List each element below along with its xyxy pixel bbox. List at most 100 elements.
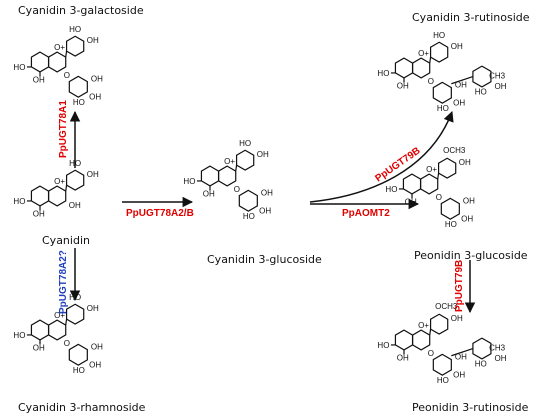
sugar2-oh: OH	[495, 354, 507, 363]
o-glyco: O	[436, 193, 442, 202]
o-glyco: O	[428, 349, 434, 358]
o-plus: O+	[418, 321, 429, 330]
sugar-ho: HO	[437, 376, 449, 385]
sugar2-ho: HO	[475, 88, 487, 97]
ho-7: HO	[377, 341, 389, 350]
sugar-oh2: OH	[261, 188, 273, 197]
oh-5: OH	[405, 198, 417, 207]
ring-a	[394, 57, 414, 79]
label-rutinoside: Cyanidin 3-rutinoside	[412, 11, 530, 24]
oh-4p: OH	[257, 150, 269, 159]
sugar-ho: HO	[243, 212, 255, 221]
ho-7: HO	[377, 69, 389, 78]
ring-c	[47, 51, 67, 73]
oh-4p: OH	[459, 158, 471, 167]
ho-7: HO	[13, 197, 25, 206]
enzyme-ugt78a1: PpUGT78A1	[58, 100, 69, 158]
bond	[429, 57, 432, 64]
o-plus: O+	[54, 43, 65, 52]
bond	[437, 173, 440, 180]
bond	[65, 319, 68, 326]
sugar-oh2: OH	[455, 80, 467, 89]
ring-a	[30, 319, 50, 341]
bond	[451, 75, 474, 85]
oh-5: OH	[33, 344, 45, 353]
oh-5: OH	[397, 354, 409, 363]
ring-a	[30, 185, 50, 207]
oh-4p: OH	[87, 170, 99, 179]
enzyme-ugt79b-top: PpUGT79B	[373, 145, 422, 184]
ring-b	[65, 35, 85, 57]
o-plus: O+	[54, 177, 65, 186]
bond	[235, 165, 238, 172]
oh-5: OH	[33, 210, 45, 219]
sugar-ring	[68, 75, 88, 98]
o-plus: O+	[426, 165, 437, 174]
sugar-oh: OH	[453, 370, 465, 379]
ho-3p: HO	[239, 139, 251, 148]
ho-7: HO	[183, 177, 195, 186]
ring-a	[402, 173, 422, 195]
och3: OCH3	[443, 146, 466, 155]
sugar-ring	[440, 197, 460, 220]
o-plus: O+	[418, 49, 429, 58]
label-galactoside: Cyanidin 3-galactoside	[18, 4, 144, 17]
sugar-ch3: CH3	[489, 72, 506, 81]
sugar-oh: OH	[453, 98, 465, 107]
ring-b	[235, 149, 255, 171]
sugar-oh2: OH	[91, 342, 103, 351]
o-glyco: O	[64, 71, 70, 80]
structures-layer: HOOHO+HOOHOHOOHOHHOOHO+HOOHOHHOOHO+HOOHO…	[13, 25, 506, 385]
oh-5: OH	[397, 82, 409, 91]
sugar-ring-2	[472, 65, 492, 88]
ring-b	[65, 169, 85, 191]
ring-a	[30, 51, 50, 73]
ring-b	[65, 303, 85, 325]
oh-4p: OH	[451, 314, 463, 323]
sugar2-oh: OH	[495, 82, 507, 91]
ring-a	[394, 329, 414, 351]
oh-4p: OH	[87, 36, 99, 45]
ho-7: HO	[385, 185, 397, 194]
label-cyanidin: Cyanidin	[42, 234, 90, 247]
sugar-oh: OH	[89, 92, 101, 101]
sugar-oh: OH	[89, 360, 101, 369]
o-plus: O+	[224, 157, 235, 166]
sugar-oh: OH	[461, 214, 473, 223]
sugar-ring	[432, 81, 452, 104]
sugar-ho: HO	[73, 366, 85, 375]
ring-c	[217, 165, 237, 187]
oh-4p: OH	[451, 42, 463, 51]
sugar-ring	[432, 353, 452, 376]
ring-a	[200, 165, 220, 187]
sugar2-ho: HO	[475, 360, 487, 369]
ring-c	[419, 173, 439, 195]
oh-5: OH	[203, 190, 215, 199]
sugar-oh2: OH	[91, 74, 103, 83]
sugar-oh2: OH	[463, 196, 475, 205]
enzyme-aomt2: PpAOMT2	[342, 208, 390, 219]
sugar-oh2: OH	[455, 352, 467, 361]
sugar-ch3: CH3	[489, 344, 506, 353]
och3: OCH3	[435, 302, 458, 311]
bond	[451, 347, 474, 357]
label-glucoside: Cyanidin 3-glucoside	[207, 253, 322, 266]
sugar-ring	[68, 343, 88, 366]
sugar-ring	[238, 189, 258, 212]
label-peonidin-rutinoside: Peonidin 3-rutinoside	[412, 401, 529, 414]
ring-b	[429, 313, 449, 335]
ho-3p: HO	[433, 31, 445, 40]
bond	[65, 185, 68, 192]
sugar-ring-2	[472, 337, 492, 360]
sugar-oh: OH	[259, 206, 271, 215]
label-rhamnoside: Cyanidin 3-rhamnoside	[18, 401, 146, 414]
ho-7: HO	[13, 63, 25, 72]
sugar-ho: HO	[445, 220, 457, 229]
